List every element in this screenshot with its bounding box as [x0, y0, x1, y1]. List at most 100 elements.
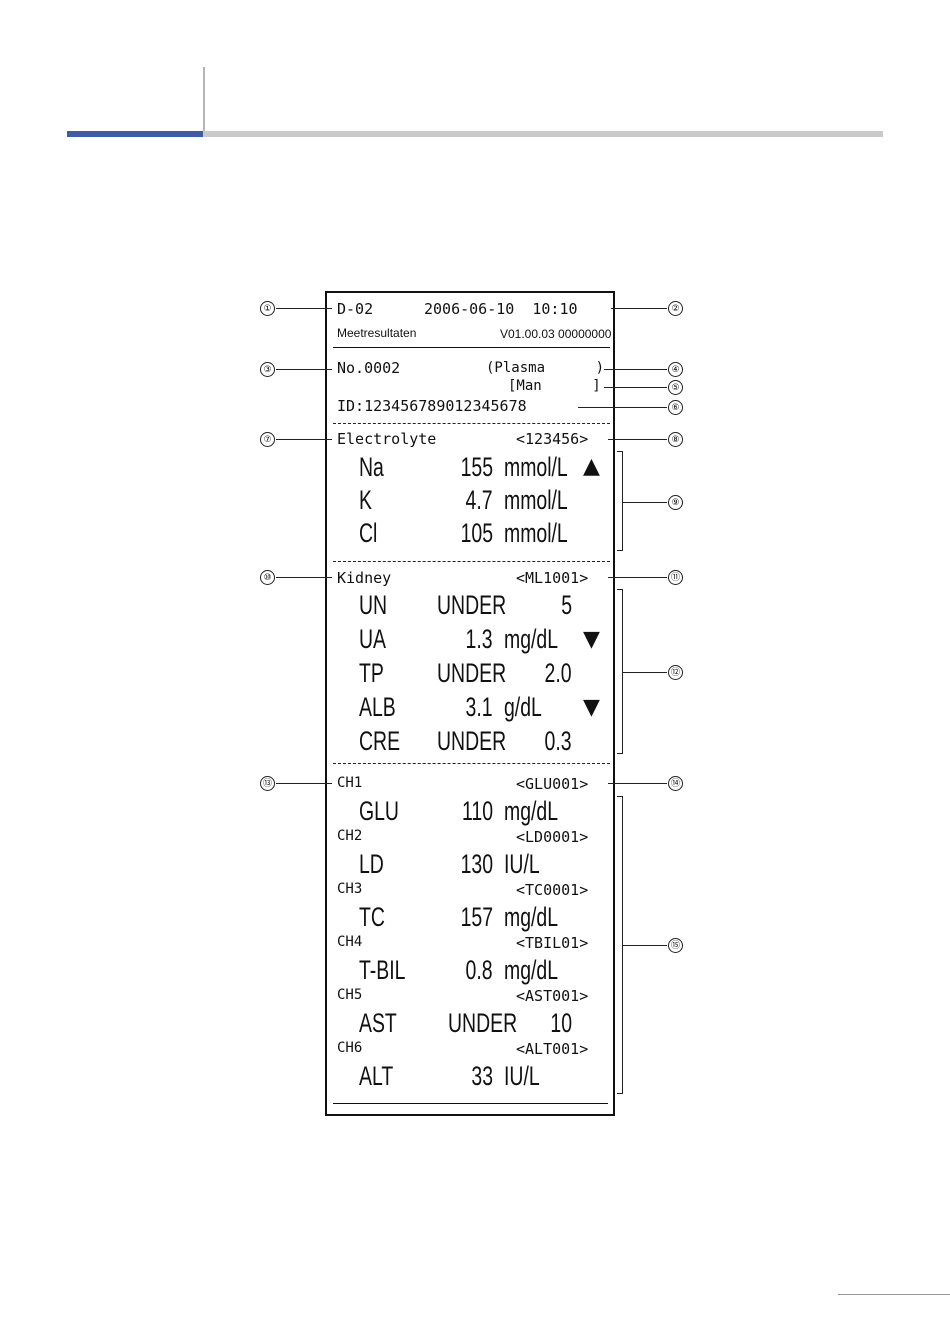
measure-mode: [Man ] — [508, 378, 601, 394]
analyte-value: 4.7 — [465, 485, 493, 515]
callout-number: ⑧ — [668, 432, 683, 447]
kidney-title: Kidney — [337, 569, 392, 587]
analyte-value: 155 — [460, 452, 493, 482]
bracket — [617, 796, 623, 1094]
leader-line — [276, 369, 332, 370]
leader-line — [608, 577, 667, 578]
leader-line — [608, 439, 667, 440]
callout-number: ⑤ — [668, 380, 683, 395]
callout-number: ⑬ — [260, 776, 275, 791]
electrolyte-title: Electrolyte — [337, 430, 437, 448]
header-separator — [333, 347, 610, 348]
channel-label: CH3 — [337, 881, 363, 897]
print-datetime: 2006-06-10 10:10 — [424, 300, 578, 318]
header-accent-bar — [67, 131, 203, 137]
analyte-name: TC — [359, 902, 385, 932]
channel-lot: <GLU001> — [516, 775, 589, 793]
channel-label: CH4 — [337, 934, 363, 950]
section-separator — [333, 423, 610, 424]
channel-lot: <ALT001> — [516, 1040, 589, 1058]
footer-rule — [838, 1294, 950, 1295]
low-flag-icon: ▼ — [583, 627, 600, 652]
under-range-label: UNDER — [437, 658, 507, 688]
channel-label: CH2 — [337, 828, 363, 844]
header-divider — [203, 67, 205, 135]
analyte-value: 1.3 — [465, 624, 493, 654]
analyte-name: ALT — [359, 1061, 394, 1091]
analyte-unit: mmol/L — [504, 452, 568, 482]
bracket — [617, 589, 623, 754]
leader-line — [604, 369, 667, 370]
analyte-unit: IU/L — [504, 849, 540, 879]
header-rule — [203, 131, 883, 137]
under-range-label: UNDER — [437, 590, 507, 620]
channel-lot: <AST001> — [516, 987, 589, 1005]
channel-label: CH1 — [337, 775, 363, 791]
analyte-value: 2.0 — [544, 658, 572, 688]
analyte-value: 110 — [462, 796, 493, 826]
analyte-value: 157 — [460, 902, 493, 932]
analyte-name: TP — [359, 658, 384, 688]
analyte-name: Cl — [359, 518, 378, 548]
analyte-name: CRE — [359, 726, 401, 756]
leader-line — [604, 387, 667, 388]
leader-line — [276, 439, 332, 440]
analyte-value: 0.3 — [544, 726, 572, 756]
callout-number: ② — [668, 301, 683, 316]
bracket — [617, 451, 623, 551]
callout-number: ⑨ — [668, 495, 683, 510]
leader-line — [276, 308, 332, 309]
section-separator — [333, 561, 610, 562]
analyte-name: ALB — [359, 692, 396, 722]
callout-number: ④ — [668, 362, 683, 377]
callout-number: ⑭ — [668, 776, 683, 791]
analyte-value: 0.8 — [465, 955, 493, 985]
kidney-lot: <ML1001> — [516, 569, 589, 587]
sample-number: No.0002 — [337, 359, 401, 377]
analyte-name: AST — [359, 1008, 397, 1038]
channel-lot: <TC0001> — [516, 881, 589, 899]
analyte-name: LD — [359, 849, 384, 879]
callout-number: ③ — [260, 362, 275, 377]
under-range-label: UNDER — [448, 1008, 518, 1038]
analyte-value: 130 — [460, 849, 493, 879]
analyte-unit: mmol/L — [504, 485, 568, 515]
leader-line — [276, 783, 332, 784]
analyte-name: T-BIL — [359, 955, 406, 985]
callout-number: ① — [260, 301, 275, 316]
analyte-unit: mmol/L — [504, 518, 568, 548]
high-flag-icon: ▲ — [583, 454, 600, 479]
channel-lot: <TBIL01> — [516, 934, 589, 952]
analyte-unit: g/dL — [504, 692, 542, 722]
analyte-name: GLU — [359, 796, 399, 826]
leader-line — [611, 308, 667, 309]
analyte-name: UN — [359, 590, 388, 620]
analyte-name: UA — [359, 624, 387, 654]
under-range-label: UNDER — [437, 726, 507, 756]
callout-number: ⑦ — [260, 432, 275, 447]
leader-line — [608, 783, 667, 784]
analyte-unit: mg/dL — [504, 796, 559, 826]
footer-separator — [333, 1103, 608, 1104]
analyte-unit: IU/L — [504, 1061, 540, 1091]
sample-type: (Plasma ) — [486, 360, 605, 376]
software-version: V01.00.03 00000000 — [500, 327, 612, 341]
analyte-unit: mg/dL — [504, 624, 559, 654]
analyte-value: 10 — [550, 1008, 572, 1038]
callout-number: ⑩ — [260, 570, 275, 585]
sample-id: ID:123456789012345678 — [337, 397, 527, 415]
analyte-value: 105 — [460, 518, 493, 548]
analyte-unit: mg/dL — [504, 955, 559, 985]
analyte-name: K — [359, 485, 372, 515]
print-subtitle: Meetresultaten — [337, 326, 417, 340]
analyte-unit: mg/dL — [504, 902, 559, 932]
channel-label: CH6 — [337, 1040, 363, 1056]
callout-number: ⑫ — [668, 665, 683, 680]
callout-number: ⑪ — [668, 570, 683, 585]
analyte-value: 3.1 — [465, 692, 493, 722]
leader-line — [276, 577, 332, 578]
channel-label: CH5 — [337, 987, 363, 1003]
leader-line — [623, 672, 667, 673]
analyte-value: 5 — [561, 590, 572, 620]
analyte-value: 33 — [471, 1061, 493, 1091]
